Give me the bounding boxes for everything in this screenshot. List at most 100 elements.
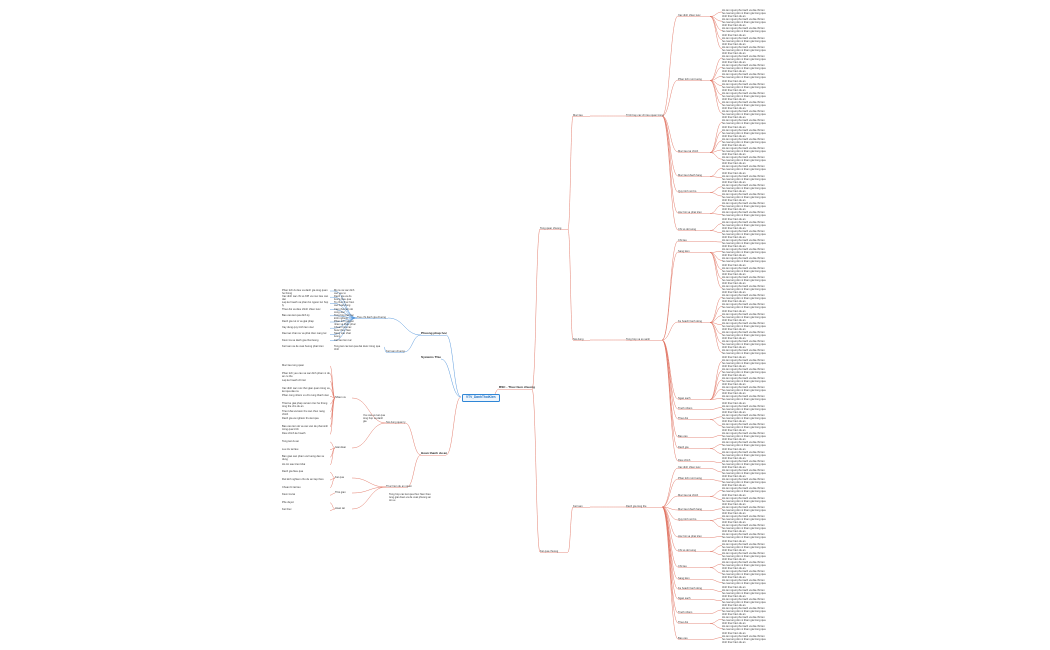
right-leaf-label[interactable]: Chi so do luong: [678, 549, 697, 552]
lt-pair-left[interactable]: Dao tao nhan su va phat trien nang luc: [282, 332, 327, 336]
lt-pair-right[interactable]: To chuc thuc hien cac hoat dong: [334, 301, 355, 308]
right-leaf-label[interactable]: Phan tich moi truong: [678, 78, 702, 81]
right-leaf-label[interactable]: Muc tieu khach hang: [678, 174, 702, 177]
right-leaf-label[interactable]: Bao cao: [678, 637, 688, 640]
lt-pair-right[interactable]: Chuan hoa cac buoc thuc hien: [334, 326, 352, 333]
lb-item[interactable]: Phan tich yeu cau va xac dinh pham vi du…: [282, 371, 330, 378]
lb-item[interactable]: Kiem tra lai: [282, 493, 295, 497]
connector-line: [709, 567, 723, 574]
right-leaf-label[interactable]: Xac dinh chien luoc: [678, 466, 701, 469]
right-leaf-label[interactable]: Muc tieu khach hang: [678, 508, 702, 511]
right-leaf-label[interactable]: Bao cao: [678, 435, 688, 438]
lt-final-left[interactable]: Ket luan va de xuat huong phat trien: [282, 345, 324, 348]
right-leaf-label[interactable]: Hoc hoi va phat trien: [678, 211, 702, 214]
right-leaf-label[interactable]: Trach nhiem: [678, 611, 693, 614]
lb-item[interactable]: Tong ket du an: [282, 440, 300, 443]
right-leaf-label[interactable]: Dieu chinh: [678, 459, 691, 462]
right-leaf-label[interactable]: Chi tieu: [678, 565, 687, 568]
lt-pair-right[interactable]: Tong hop bai hoc kinh nghiem: [334, 313, 354, 320]
lt-sub2[interactable]: Ket luan chuong: [386, 350, 405, 353]
lb-hub2[interactable]: Thuc hien du an nguoi: [386, 485, 412, 488]
branch-left-top[interactable]: Phuong phap hoc: [421, 331, 448, 335]
lt-pair-left[interactable]: Xay dung quy trinh lam viec: [282, 326, 314, 330]
lb-item[interactable]: Danh gia va nghiem thu ket qua: [282, 417, 319, 421]
right-leaf-label[interactable]: Sang kien: [678, 250, 690, 253]
right-leaf-label[interactable]: Sang kien: [678, 577, 690, 580]
connector-line: [567, 228, 574, 341]
connector-line: [709, 520, 723, 528]
lb-item[interactable]: Ket thuc: [282, 508, 292, 512]
right-leaf-label[interactable]: Ngan sach: [678, 397, 691, 400]
lb-item[interactable]: Phan cong nhiem vu cho tung thanh vien: [282, 394, 330, 398]
right-leaf-label[interactable]: Hoc hoi va phat trien: [678, 535, 702, 538]
right-leaf-text: Ho ten nguoi phu trach va dia chi lien h…: [722, 312, 766, 322]
lb-item[interactable]: Luu tru tai lieu: [282, 447, 299, 451]
lt-pair-right[interactable]: Cai tien lien tuc: [334, 338, 352, 342]
lb-group[interactable]: Giai doan: [335, 446, 347, 449]
lb-group[interactable]: Ket qua: [335, 476, 344, 479]
root-node[interactable]: VTV_DanhThoiKien: [462, 394, 500, 402]
lb-item[interactable]: Trien khai va kiem thu cac chuc nang chi…: [282, 409, 325, 416]
right-col[interactable]: Ket qua chuong: [540, 550, 559, 553]
right-leaf-label[interactable]: Ngan sach: [678, 597, 691, 600]
lt-pair-left[interactable]: Xac dinh cac chi so KPI va muc tieu can …: [282, 295, 329, 302]
lt-pair-right[interactable]: Phan tich nguyen nhan va khac phuc: [334, 320, 356, 327]
lt-pair-left[interactable]: Danh gia rui ro va giai phap: [282, 320, 314, 323]
lb-item[interactable]: Muc tieu tong quan: [282, 364, 305, 367]
lt-pair-right[interactable]: Nang cao chat luong: [334, 332, 351, 339]
lt-pair-left[interactable]: Theo doi va dieu chinh chien luoc: [282, 307, 321, 311]
lt-pair-right[interactable]: Mo ta va xac dinh cac yeu to: [334, 289, 355, 296]
right-leaf-text: Ho ten nguoi phu trach va dia chi lien h…: [722, 386, 766, 396]
right-leaf-label[interactable]: Phan tich moi truong: [678, 477, 702, 480]
lb-item[interactable]: Ban giao san pham va huong dan su dung: [282, 455, 325, 462]
lb-item[interactable]: Bao cao tien do va cac van de phat sinh …: [282, 424, 328, 431]
connector-line: [709, 370, 723, 400]
lt-sub1[interactable]: Tieu chi danh gia chuong: [357, 316, 386, 319]
right-h1[interactable]: Ket luan: [573, 505, 583, 508]
right-leaf-label[interactable]: Quy trinh noi bo: [678, 190, 697, 193]
right-col[interactable]: Tong quan chuong: [540, 227, 562, 230]
right-h2[interactable]: Danh gia tong the: [626, 505, 647, 508]
lb-group[interactable]: Nhiem vu: [335, 396, 346, 399]
lt-pair-left[interactable]: Lap ke hoach va phan bo nguon luc hop ly: [282, 301, 329, 308]
right-leaf-label[interactable]: Danh gia: [678, 446, 689, 449]
right-leaf-label[interactable]: Muc tieu tai chinh: [678, 494, 699, 497]
lt-pair-right[interactable]: Danh gia va do luong hieu qua: [334, 295, 352, 302]
right-leaf-label[interactable]: Chi tieu: [678, 239, 687, 242]
lb-item[interactable]: Xac dinh cac moc thoi gian quan trong va…: [282, 386, 330, 393]
right-leaf-label[interactable]: Ke hoach hanh dong: [678, 587, 702, 590]
lb-item[interactable]: Dieu chinh ke hoach: [282, 432, 306, 436]
lb-item[interactable]: Rut kinh nghiem cho du an tiep theo: [282, 478, 324, 481]
right-h1[interactable]: Muc tieu: [573, 114, 583, 117]
branch-left-mid[interactable]: Systems Thie: [421, 355, 441, 359]
lt-pair-left[interactable]: Phan tich du lieu va danh gia tong quan …: [282, 289, 328, 296]
branch-right[interactable]: BSC - Thuc hien chuong: [499, 385, 535, 389]
lb-item[interactable]: Lap ke hoach chi tiet: [282, 379, 306, 383]
right-leaf-label[interactable]: Theo doi: [678, 417, 689, 420]
right-leaf-label[interactable]: Trach nhiem: [678, 407, 693, 410]
lb-item[interactable]: Ho tro sau trien khai: [282, 462, 306, 466]
right-leaf-label[interactable]: Ke hoach hanh dong: [678, 320, 702, 323]
branch-left-bottom[interactable]: Hoan thanh du an: [421, 451, 448, 455]
lt-pair-right[interactable]: Cap nhat tien do cong viec: [334, 307, 354, 314]
lb-item[interactable]: Danh gia hieu qua: [282, 470, 304, 474]
lb-hub[interactable]: Noi dung quan ly: [386, 421, 406, 424]
right-leaf-label[interactable]: Quy trinh noi bo: [678, 518, 697, 521]
right-h2[interactable]: Tong hop va so sanh: [626, 338, 650, 341]
right-leaf-label[interactable]: Muc tieu tai chinh: [678, 150, 699, 153]
right-leaf-label[interactable]: Theo doi: [678, 621, 689, 624]
lb-item[interactable]: Thiet ke giai phap va kien truc he thong…: [282, 402, 328, 409]
lb-item[interactable]: Phe duyet: [282, 500, 294, 504]
right-h1[interactable]: Noi dung: [573, 338, 584, 341]
lb-group[interactable]: Hoan tat: [335, 507, 345, 510]
right-leaf-label[interactable]: Chi so do luong: [678, 228, 697, 231]
lt-pair-left[interactable]: Kiem tra va danh gia chat luong: [282, 338, 319, 342]
right-h2[interactable]: Trinh bay cac chi tieu quan trong: [626, 114, 664, 117]
right-leaf-text: Ho ten nguoi phu trach va dia chi lien h…: [722, 193, 766, 203]
lt-pair-left[interactable]: Bao cao ket qua dinh ky: [282, 313, 310, 317]
right-leaf-label[interactable]: Xac dinh chien luoc: [678, 14, 701, 17]
lb-group[interactable]: Thoi gian: [335, 491, 346, 494]
lt-final-right[interactable]: Tong ket cac ket qua dat duoc trong qua …: [334, 345, 381, 352]
lb-item[interactable]: Chuan bi tai lieu: [282, 485, 301, 489]
